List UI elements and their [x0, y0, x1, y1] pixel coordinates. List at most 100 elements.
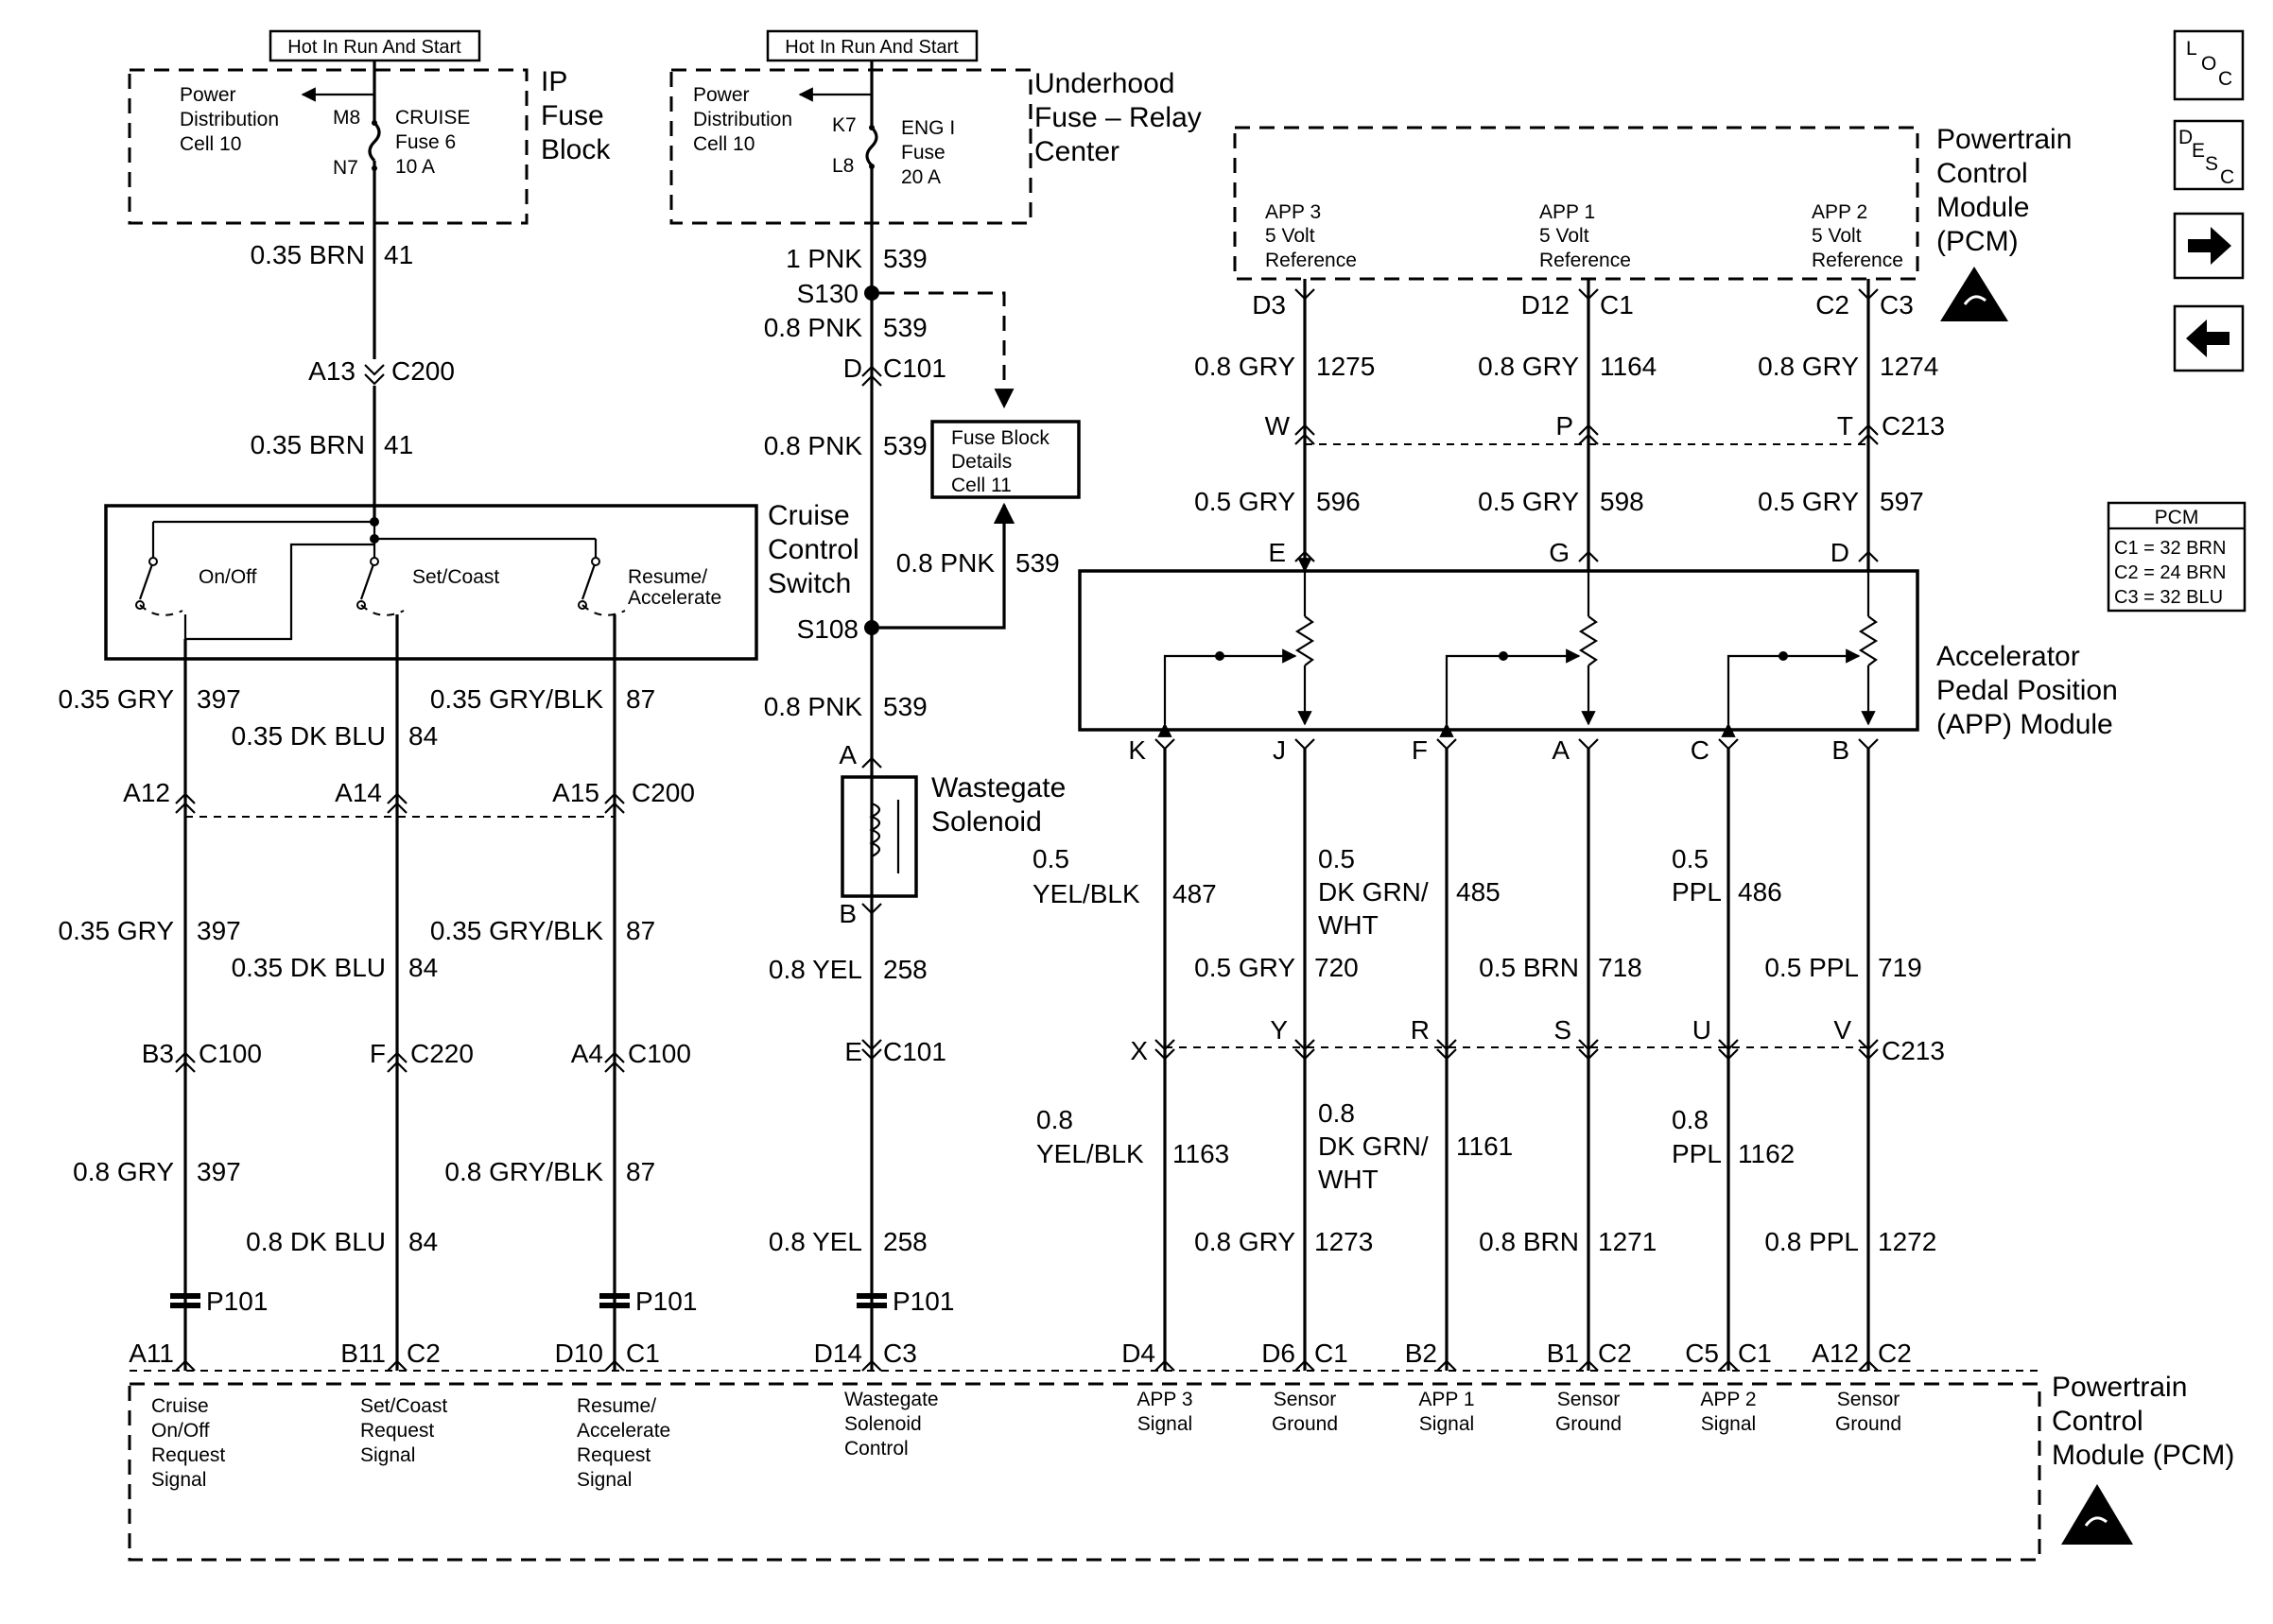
- svg-text:APP 2: APP 2: [1700, 1389, 1756, 1410]
- arrow-right-icon[interactable]: [2173, 212, 2245, 280]
- svg-text:B2: B2: [1405, 1339, 1437, 1368]
- svg-text:539: 539: [883, 244, 928, 273]
- switch-label-resume: Resume/: [628, 566, 707, 588]
- svg-text:APP 1: APP 1: [1418, 1389, 1474, 1410]
- svg-text:Accelerate: Accelerate: [577, 1420, 670, 1442]
- svg-text:539: 539: [883, 692, 928, 721]
- cruise-switch-title: Cruise: [768, 500, 850, 531]
- svg-text:E: E: [844, 1037, 862, 1066]
- ip-fuse-block-title: IP: [541, 66, 567, 97]
- svg-text:0.35 GRY: 0.35 GRY: [59, 684, 175, 714]
- svg-text:C2: C2: [1598, 1339, 1632, 1368]
- underhood-outline: [669, 68, 1032, 225]
- legend-title: PCM: [2155, 507, 2199, 528]
- wastegate-wiring: 1 PNK 539 S130 0.8 PNK 539 D C101 0.8 PN…: [764, 166, 1081, 1371]
- svg-text:Fuse – Relay: Fuse – Relay: [1034, 102, 1202, 133]
- svg-text:Details: Details: [951, 451, 1012, 473]
- svg-text:C3: C3: [1880, 290, 1914, 320]
- svg-text:DK GRN/: DK GRN/: [1318, 877, 1429, 907]
- svg-text:0.8 GRY: 0.8 GRY: [1478, 352, 1579, 381]
- svg-text:Center: Center: [1034, 136, 1119, 167]
- app2-ref-label: APP 2: [1812, 201, 1867, 223]
- svg-text:485: 485: [1456, 877, 1501, 907]
- svg-text:C100: C100: [628, 1039, 691, 1068]
- svg-text:Accelerate: Accelerate: [628, 587, 721, 609]
- svg-text:Fuse: Fuse: [901, 142, 946, 164]
- svg-text:5 Volt: 5 Volt: [1812, 225, 1862, 247]
- svg-text:C2: C2: [1878, 1339, 1912, 1368]
- svg-text:K: K: [1128, 735, 1146, 765]
- svg-text:1164: 1164: [1600, 352, 1657, 381]
- svg-text:0.8 BRN: 0.8 BRN: [1479, 1227, 1579, 1256]
- cruise-wiring: 0.35 BRN 41 A13 C200 0.35 BRN 41 Cruise …: [59, 168, 859, 1371]
- svg-text:B1: B1: [1547, 1339, 1579, 1368]
- svg-text:Y: Y: [1270, 1015, 1288, 1045]
- svg-text:0.8 GRY/BLK: 0.8 GRY/BLK: [444, 1157, 603, 1186]
- app-sensor-3: [1157, 558, 1315, 737]
- svg-text:D10: D10: [555, 1339, 603, 1368]
- svg-text:C: C: [2218, 68, 2232, 90]
- app-bottom-pins: K J F A C B: [1128, 735, 1879, 765]
- app1-ref-label: APP 1: [1539, 201, 1595, 223]
- svg-text:B3: B3: [142, 1039, 174, 1068]
- svg-text:S108: S108: [797, 614, 859, 644]
- svg-text:Ground: Ground: [1272, 1413, 1338, 1435]
- app3-ref-label: APP 3: [1265, 201, 1321, 223]
- svg-text:Request: Request: [577, 1444, 651, 1466]
- svg-text:1272: 1272: [1878, 1227, 1936, 1256]
- loc-icon[interactable]: LOC: [2173, 29, 2245, 101]
- svg-text:C1: C1: [1600, 290, 1634, 320]
- svg-text:539: 539: [883, 431, 928, 460]
- svg-text:P: P: [1555, 411, 1573, 441]
- svg-text:X: X: [1130, 1036, 1148, 1065]
- svg-text:0.5 BRN: 0.5 BRN: [1479, 953, 1579, 982]
- svg-text:10 A: 10 A: [395, 156, 435, 178]
- switch-on-off: [135, 557, 183, 616]
- svg-text:C2: C2: [407, 1339, 441, 1368]
- svg-text:597: 597: [1880, 487, 1924, 516]
- svg-text:Sensor: Sensor: [1274, 1389, 1337, 1410]
- splice-s108: [864, 620, 879, 635]
- svg-text:Sensor: Sensor: [1837, 1389, 1900, 1410]
- pcm-bottom-outline: [128, 1382, 2041, 1562]
- svg-text:87: 87: [626, 1157, 655, 1186]
- svg-text:Signal: Signal: [1701, 1413, 1756, 1435]
- svg-text:Signal: Signal: [1419, 1413, 1474, 1435]
- svg-text:P101: P101: [635, 1287, 697, 1316]
- svg-text:84: 84: [408, 721, 438, 751]
- svg-text:C1: C1: [1314, 1339, 1348, 1368]
- svg-text:539: 539: [1015, 548, 1060, 578]
- svg-text:F: F: [1412, 735, 1428, 765]
- svg-text:APP 3: APP 3: [1136, 1389, 1192, 1410]
- svg-text:0.8 GRY: 0.8 GRY: [1194, 352, 1295, 381]
- svg-text:Signal: Signal: [360, 1444, 415, 1466]
- svg-text:DK GRN/: DK GRN/: [1318, 1132, 1429, 1161]
- svg-text:D: D: [843, 354, 862, 383]
- svg-text:R: R: [1411, 1015, 1430, 1045]
- fuse-block-details-box[interactable]: [930, 420, 1081, 499]
- connector-c101: [861, 365, 882, 387]
- wastegate-title: Wastegate: [931, 772, 1066, 803]
- svg-text:Control: Control: [2052, 1406, 2143, 1437]
- svg-text:WHT: WHT: [1318, 910, 1379, 940]
- svg-text:D6: D6: [1261, 1339, 1295, 1368]
- svg-text:0.5 GRY: 0.5 GRY: [1194, 953, 1295, 982]
- svg-text:Switch: Switch: [768, 568, 851, 599]
- svg-text:D4: D4: [1121, 1339, 1155, 1368]
- svg-text:Request: Request: [151, 1444, 225, 1466]
- app-sensor-2: [1721, 571, 1879, 737]
- power-dist-label: Power: [180, 84, 236, 106]
- svg-text:O: O: [2201, 53, 2216, 75]
- svg-text:1274: 1274: [1880, 352, 1938, 381]
- svg-text:0.8 YEL: 0.8 YEL: [769, 1227, 862, 1256]
- hot-in-run-box-2: [766, 29, 979, 62]
- svg-text:0.5 GRY: 0.5 GRY: [1758, 487, 1859, 516]
- arrow-left-icon[interactable]: [2173, 304, 2245, 372]
- svg-text:C2: C2: [1815, 290, 1849, 320]
- svg-text:Ground: Ground: [1555, 1413, 1622, 1435]
- svg-text:B: B: [839, 899, 857, 928]
- svg-text:397: 397: [197, 916, 241, 945]
- svg-text:0.35 BRN: 0.35 BRN: [251, 240, 365, 269]
